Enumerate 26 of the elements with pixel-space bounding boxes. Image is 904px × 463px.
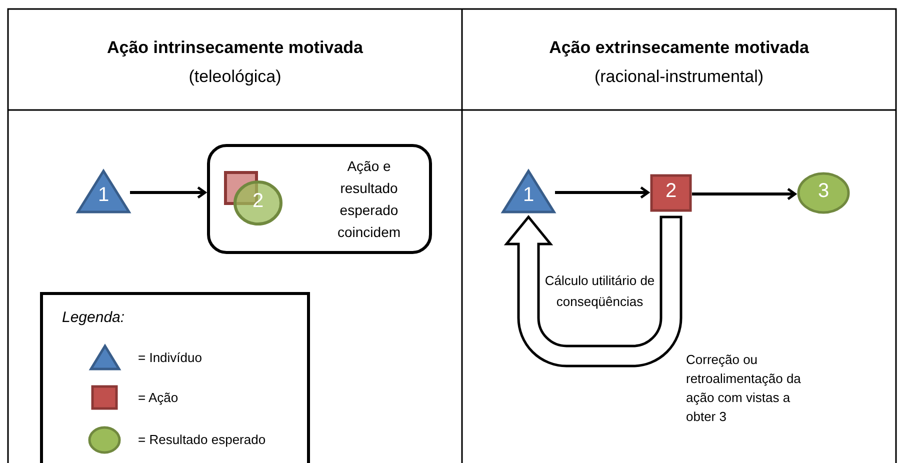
node-number: 2 — [664, 180, 678, 203]
square-symbol — [650, 174, 692, 212]
block-arrow — [505, 216, 682, 368]
box-text: Ação e resultado esperado coincidem — [336, 157, 402, 242]
rounded-box — [207, 144, 432, 254]
legend-label: = Resultado esperado — [138, 431, 266, 449]
node-number: 1 — [96, 184, 110, 207]
column-heading: Ação extrinsecamente motivada — [548, 38, 810, 58]
circle-symbol — [797, 172, 850, 214]
note-text: Correção ou retroalimentação da ação com vistas a obter 3 — [686, 351, 802, 426]
legend-label: = Indivíduo — [138, 348, 202, 366]
edge-label: Cálculo utilitário de conseqüências — [544, 272, 655, 311]
triangle-symbol — [502, 170, 555, 213]
circle-symbol — [233, 180, 283, 226]
column-subheading: (teleológica) — [188, 67, 282, 87]
legend-label: = Ação — [138, 388, 178, 406]
node-number: 1 — [522, 184, 536, 207]
column-subheading: (racional-instrumental) — [593, 67, 765, 87]
node-number: 3 — [816, 180, 830, 203]
column-heading: Ação intrinsecamente motivada — [106, 38, 364, 58]
arrow — [692, 188, 796, 200]
node-number: 2 — [251, 190, 265, 213]
legend-title: Legenda: — [62, 309, 126, 326]
arrow — [555, 186, 650, 199]
triangle-symbol — [77, 170, 130, 213]
arrow — [130, 186, 206, 199]
